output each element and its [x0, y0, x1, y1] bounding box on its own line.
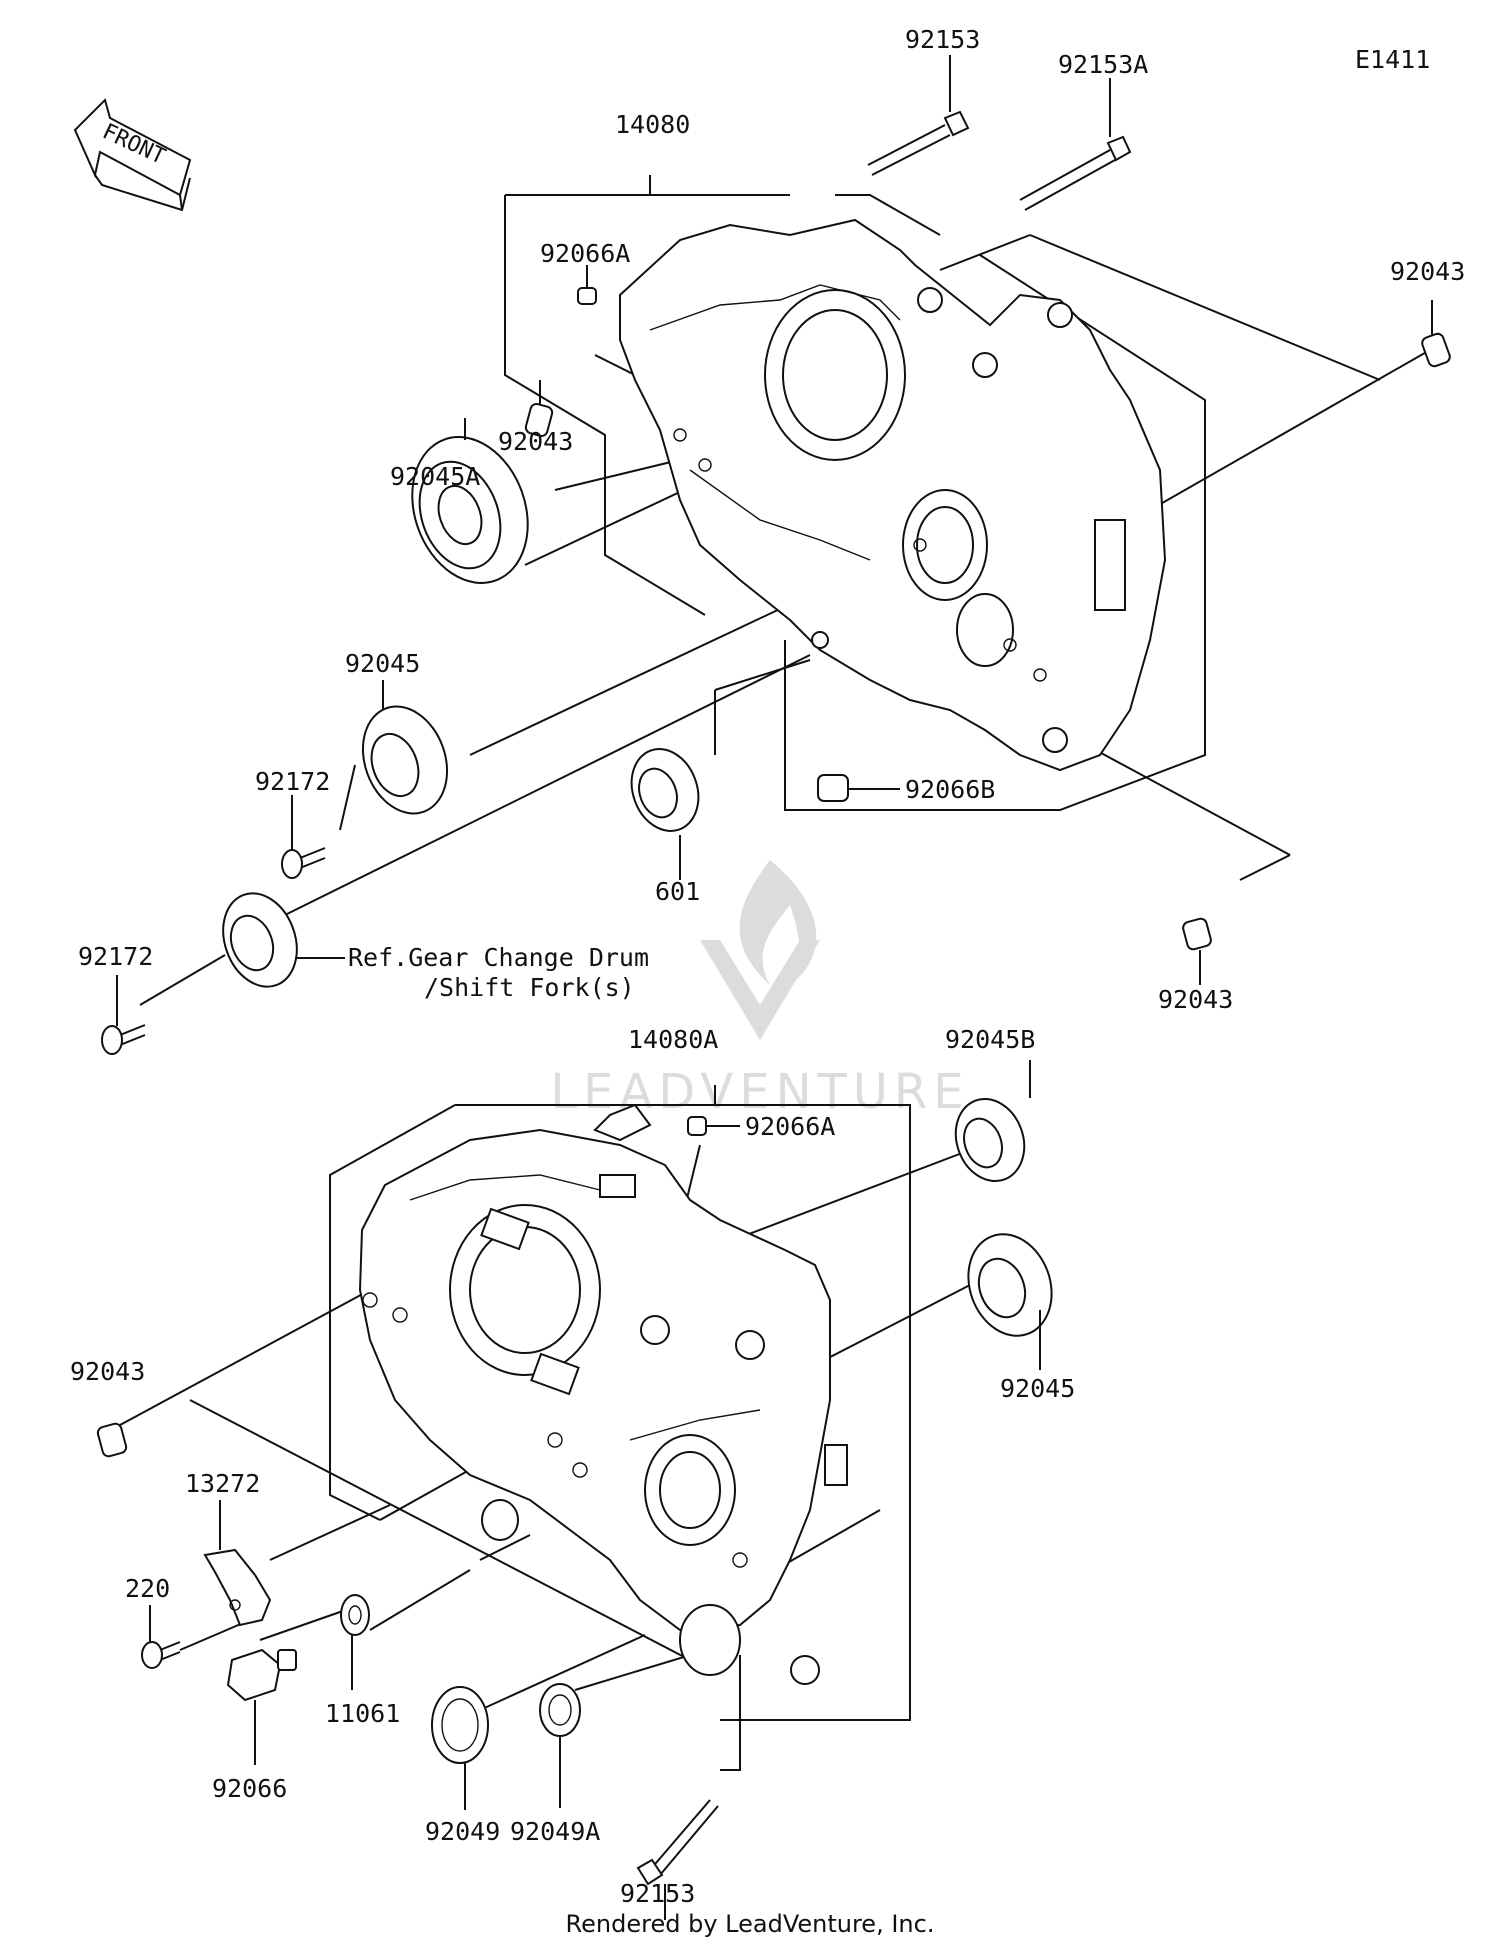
- bearing-92045A: [411, 436, 529, 584]
- crankcase-left-half: [358, 1103, 848, 1685]
- watermark-flame-icon: [739, 860, 817, 985]
- label-92045-bottom: 92045: [1000, 1374, 1075, 1403]
- bolt-92153A: [1019, 135, 1132, 211]
- crankcase-right-half: [619, 218, 1167, 772]
- bolt-92153-top: [867, 110, 970, 176]
- label-601: 601: [655, 877, 700, 906]
- ref-note-line-1: Ref.Gear Change Drum: [348, 943, 649, 972]
- label-11061: 11061: [325, 1699, 400, 1728]
- label-92153A: 92153A: [1058, 50, 1148, 79]
- bearing-601: [630, 748, 700, 832]
- oil-seal-92049A: [539, 1683, 581, 1737]
- label-92049: 92049: [425, 1817, 500, 1846]
- bearing-92045-bottom: [967, 1233, 1053, 1337]
- dowel-pin-92066A-bottom: [687, 1116, 707, 1136]
- label-92066: 92066: [212, 1774, 287, 1803]
- label-14080A: 14080A: [628, 1025, 718, 1054]
- label-92045A: 92045A: [390, 462, 480, 491]
- bearing-gear-change-drum: [222, 892, 298, 988]
- label-14080: 14080: [615, 110, 690, 139]
- label-92153-bottom: 92153: [620, 1879, 695, 1908]
- screw-220: [141, 1641, 181, 1669]
- label-13272: 13272: [185, 1469, 260, 1498]
- label-92066A-bottom: 92066A: [745, 1112, 835, 1141]
- label-92049A: 92049A: [510, 1817, 600, 1846]
- drain-plug-92066: [226, 1648, 297, 1702]
- screw-92172-b: [101, 1024, 146, 1055]
- part-labels: 92153 92153A 14080 92066A 92043 92043 92…: [70, 25, 1465, 1908]
- dowel-pin-92066B: [817, 774, 849, 802]
- oil-seal-92049: [431, 1686, 489, 1764]
- dowel-pin-92043-right: [1182, 917, 1212, 951]
- front-arrow-icon: FRONT: [73, 98, 192, 212]
- watermark-v-icon: [700, 940, 820, 1040]
- label-92043-left-bottom: 92043: [70, 1357, 145, 1386]
- leader-lines-top: [139, 175, 1431, 1006]
- ref-note-line-2: /Shift Fork(s): [424, 973, 635, 1002]
- bearing-92045B: [954, 1097, 1026, 1183]
- label-92045B: 92045B: [945, 1025, 1035, 1054]
- label-92066B: 92066B: [905, 775, 995, 804]
- dowel-pin-92066A-top: [577, 287, 597, 305]
- label-220: 220: [125, 1574, 170, 1603]
- diagram-code: E1411: [1355, 45, 1430, 74]
- label-92043-top-right: 92043: [1390, 257, 1465, 286]
- dowel-pin-92043-top-right: [1421, 332, 1451, 368]
- label-92153-top: 92153: [905, 25, 980, 54]
- label-92043-right: 92043: [1158, 985, 1233, 1014]
- label-92172-a: 92172: [255, 767, 330, 796]
- bolt-92153-bottom: [636, 1799, 719, 1886]
- bearing-92045-top: [361, 705, 449, 815]
- label-92045-top: 92045: [345, 649, 420, 678]
- label-92066A-top: 92066A: [540, 239, 630, 268]
- footer-credit: Rendered by LeadVenture, Inc.: [566, 1910, 935, 1938]
- bracket-13272: [203, 1548, 272, 1627]
- label-92172-b: 92172: [78, 942, 153, 971]
- washer-11061: [340, 1594, 370, 1636]
- label-92043-left: 92043: [498, 427, 573, 456]
- dowel-pin-92043-left-bottom: [96, 1422, 128, 1458]
- label-leaders: [116, 55, 1433, 1920]
- dowel-pin-92043-left: [524, 403, 554, 437]
- screw-92172-a: [281, 847, 326, 879]
